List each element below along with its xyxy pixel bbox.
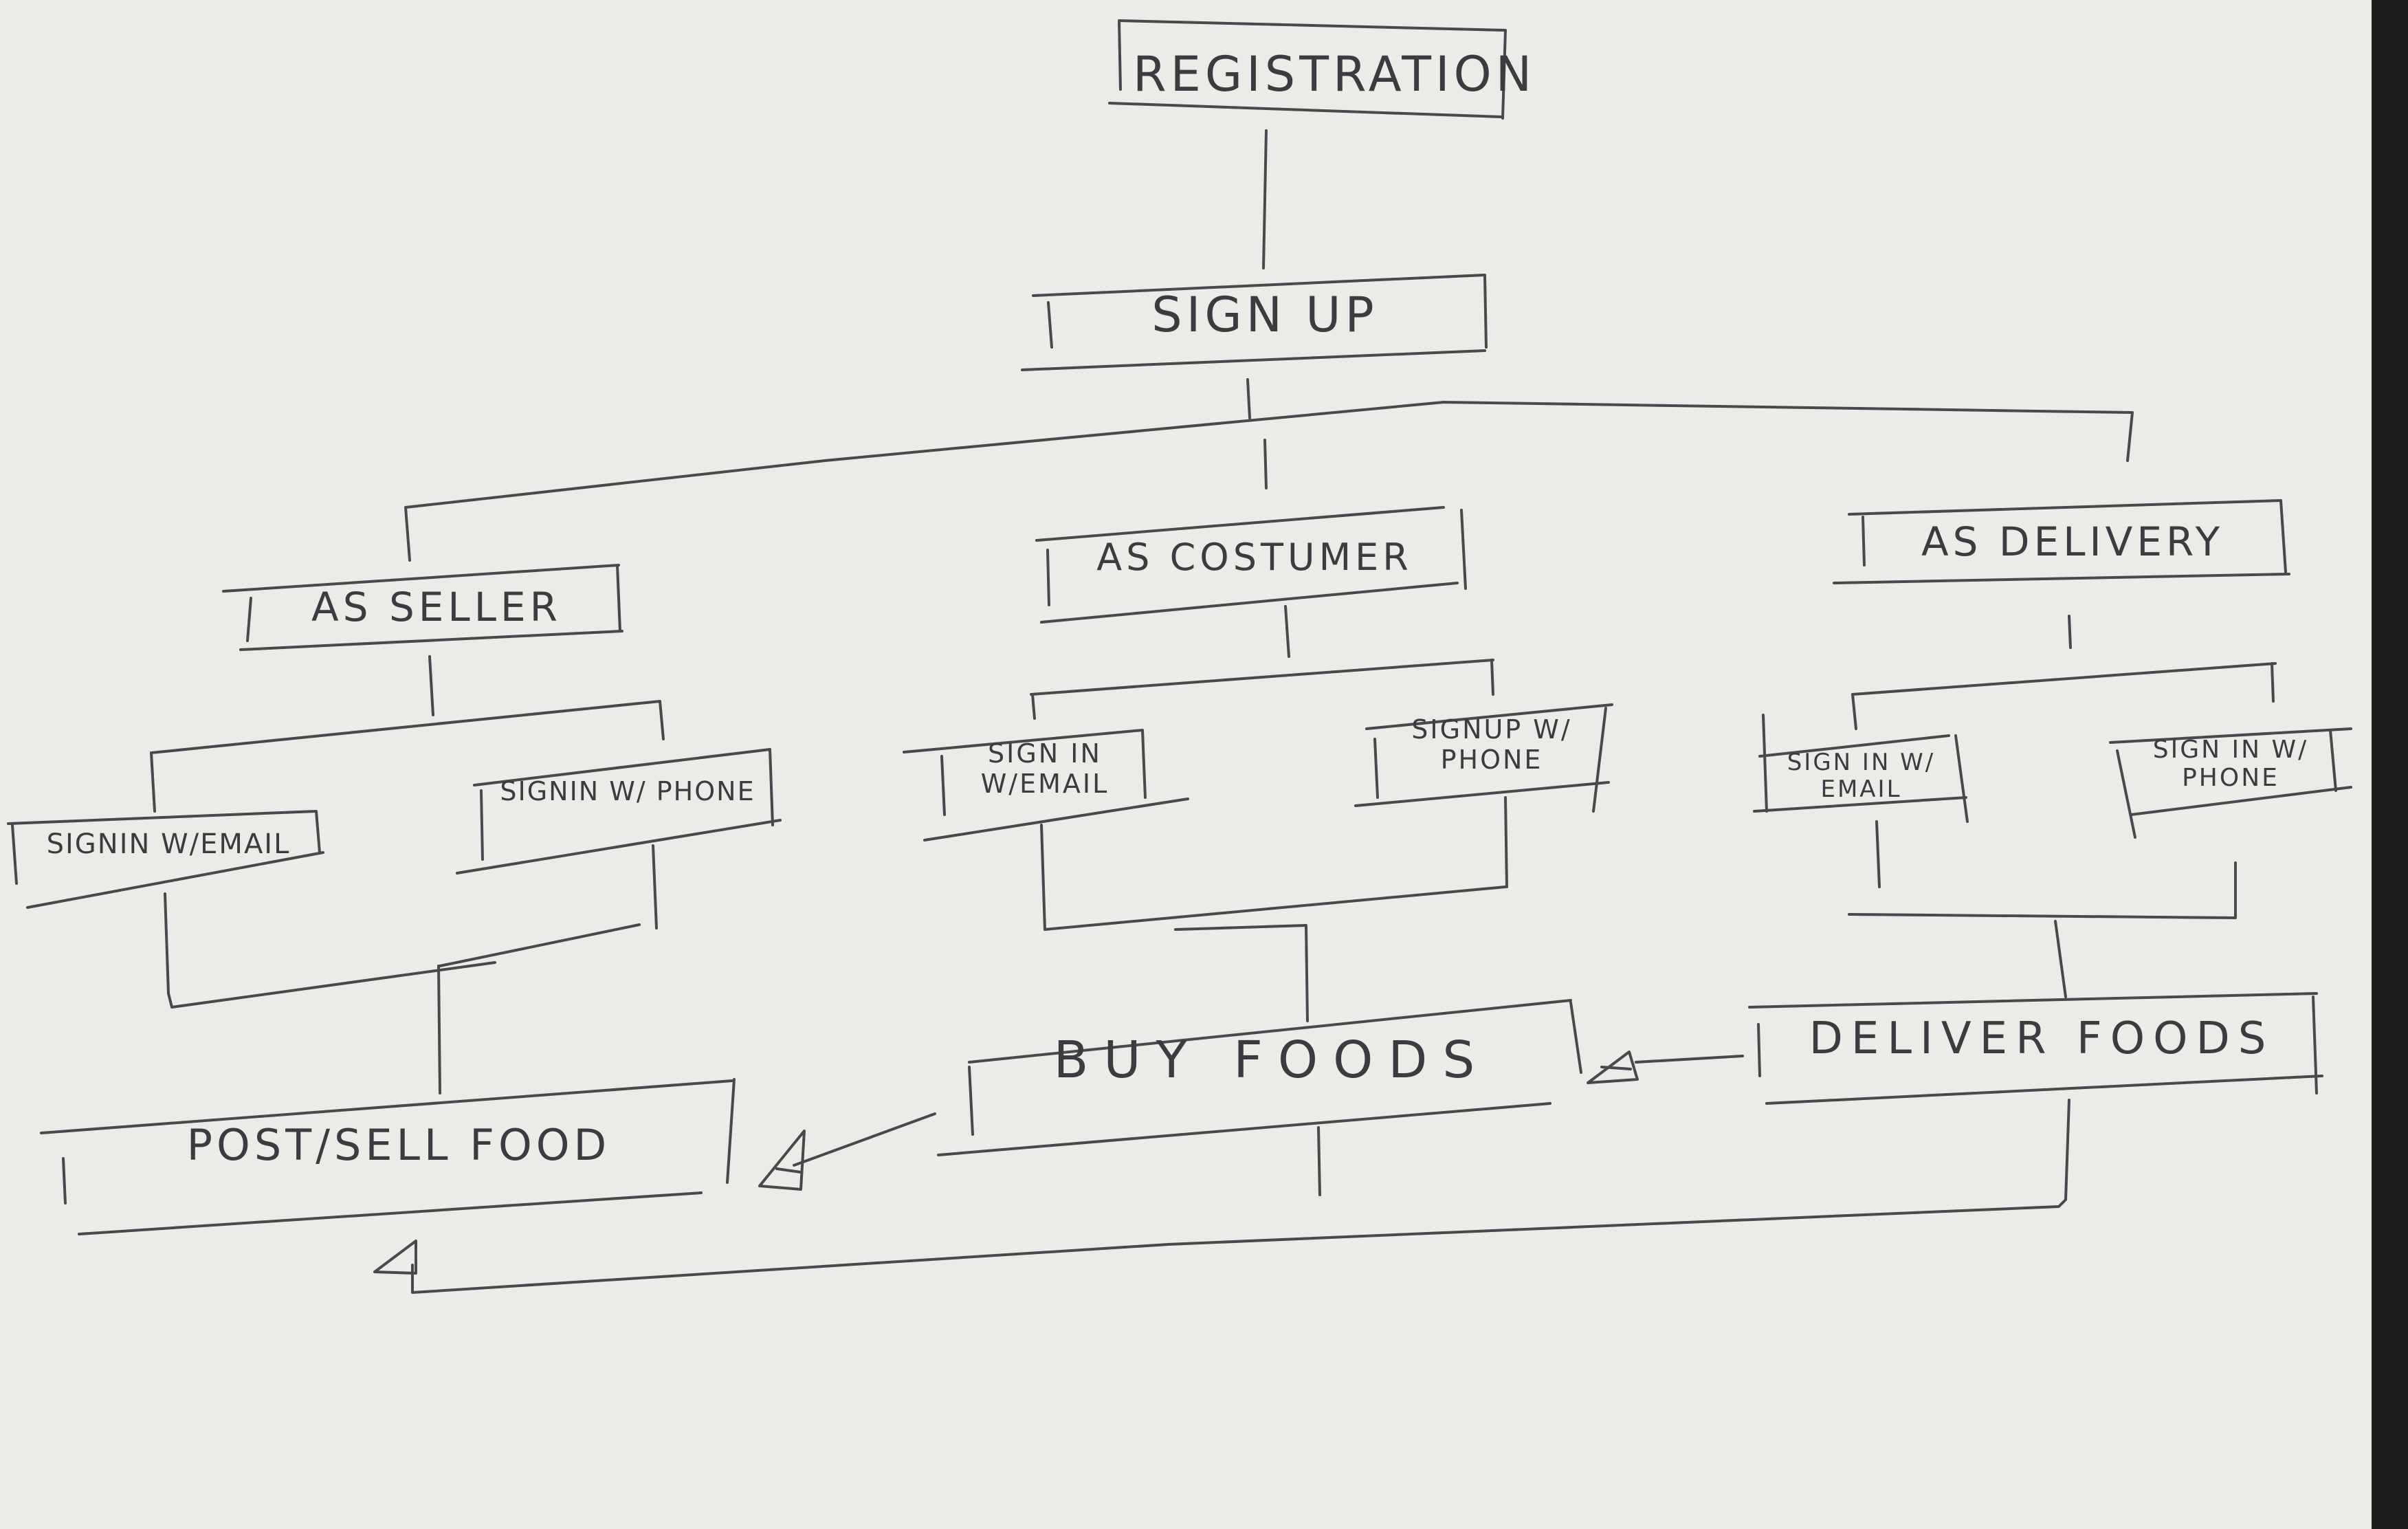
registration-box: [1108, 19, 1507, 120]
edge-signup-roles: [404, 378, 2134, 562]
edge-costumer-signins: [1030, 605, 1494, 720]
node-seller-signin-email-label: SIGNIN W/EMAIL: [46, 828, 291, 860]
node-delivery-signin-phone-label: SIGN IN W/ PHONE: [2152, 736, 2309, 793]
node-registration-label: REGISTRATION: [1133, 46, 1536, 102]
buy-foods-box: [937, 999, 1582, 1156]
edge-registration-signup: [1262, 129, 1268, 270]
edge-bottom-loop: [411, 1099, 2070, 1294]
node-as-seller-label: AS SELLER: [311, 584, 562, 630]
edge-delivery-signins: [1851, 615, 2277, 730]
seller-signin-phone-box: [456, 748, 782, 874]
node-costumer-signup-phone-label: SIGNUP W/ PHONE: [1411, 714, 1572, 775]
delivery-signin-phone-box: [2109, 727, 2352, 839]
edge-costumer-signins-buyfoods: [1040, 796, 1508, 1022]
arrowhead-buyfoods: [1587, 1050, 1639, 1084]
seller-signin-email-box: [7, 810, 324, 909]
edge-deliverfoods-to-buyfoods: [1635, 1055, 1744, 1064]
as-seller-box: [222, 564, 623, 651]
as-delivery-box: [1833, 499, 2290, 584]
node-sign-up-label: SIGN UP: [1151, 287, 1378, 343]
arrowhead-postsell: [758, 1130, 806, 1191]
node-seller-signin-phone-label: SIGNIN W/ PHONE: [500, 776, 755, 806]
node-as-costumer-label: AS COSTUMER: [1096, 536, 1413, 579]
node-deliver-foods-label: DELIVER FOODS: [1809, 1013, 2275, 1064]
node-post-sell-food-label: POST/SELL FOOD: [186, 1120, 611, 1170]
costumer-signin-email-box: [903, 729, 1189, 842]
deliver-foods-box: [1748, 992, 2323, 1105]
delivery-signin-email-box: [1753, 714, 1969, 823]
arrowhead-bottom-loop: [373, 1240, 417, 1275]
edge-seller-signins-postsell: [164, 844, 658, 1094]
sign-up-box: [1021, 274, 1488, 371]
node-buy-foods-label: BUY FOODS: [1053, 1031, 1490, 1090]
node-costumer-signin-email-label: SIGN IN W/EMAIL: [980, 738, 1109, 799]
edge-delivery-signins-deliverfoods: [1848, 820, 2237, 998]
as-costumer-box: [1035, 506, 1467, 624]
post-sell-food-box: [40, 1078, 736, 1235]
node-as-delivery-label: AS DELIVERY: [1921, 518, 2224, 565]
edge-seller-signins: [150, 655, 665, 813]
edge-buyfoods-to-postsell: [793, 1112, 936, 1167]
costumer-signup-phone-box: [1354, 703, 1613, 813]
node-delivery-signin-email-label: SIGN IN W/ EMAIL: [1787, 749, 1936, 804]
